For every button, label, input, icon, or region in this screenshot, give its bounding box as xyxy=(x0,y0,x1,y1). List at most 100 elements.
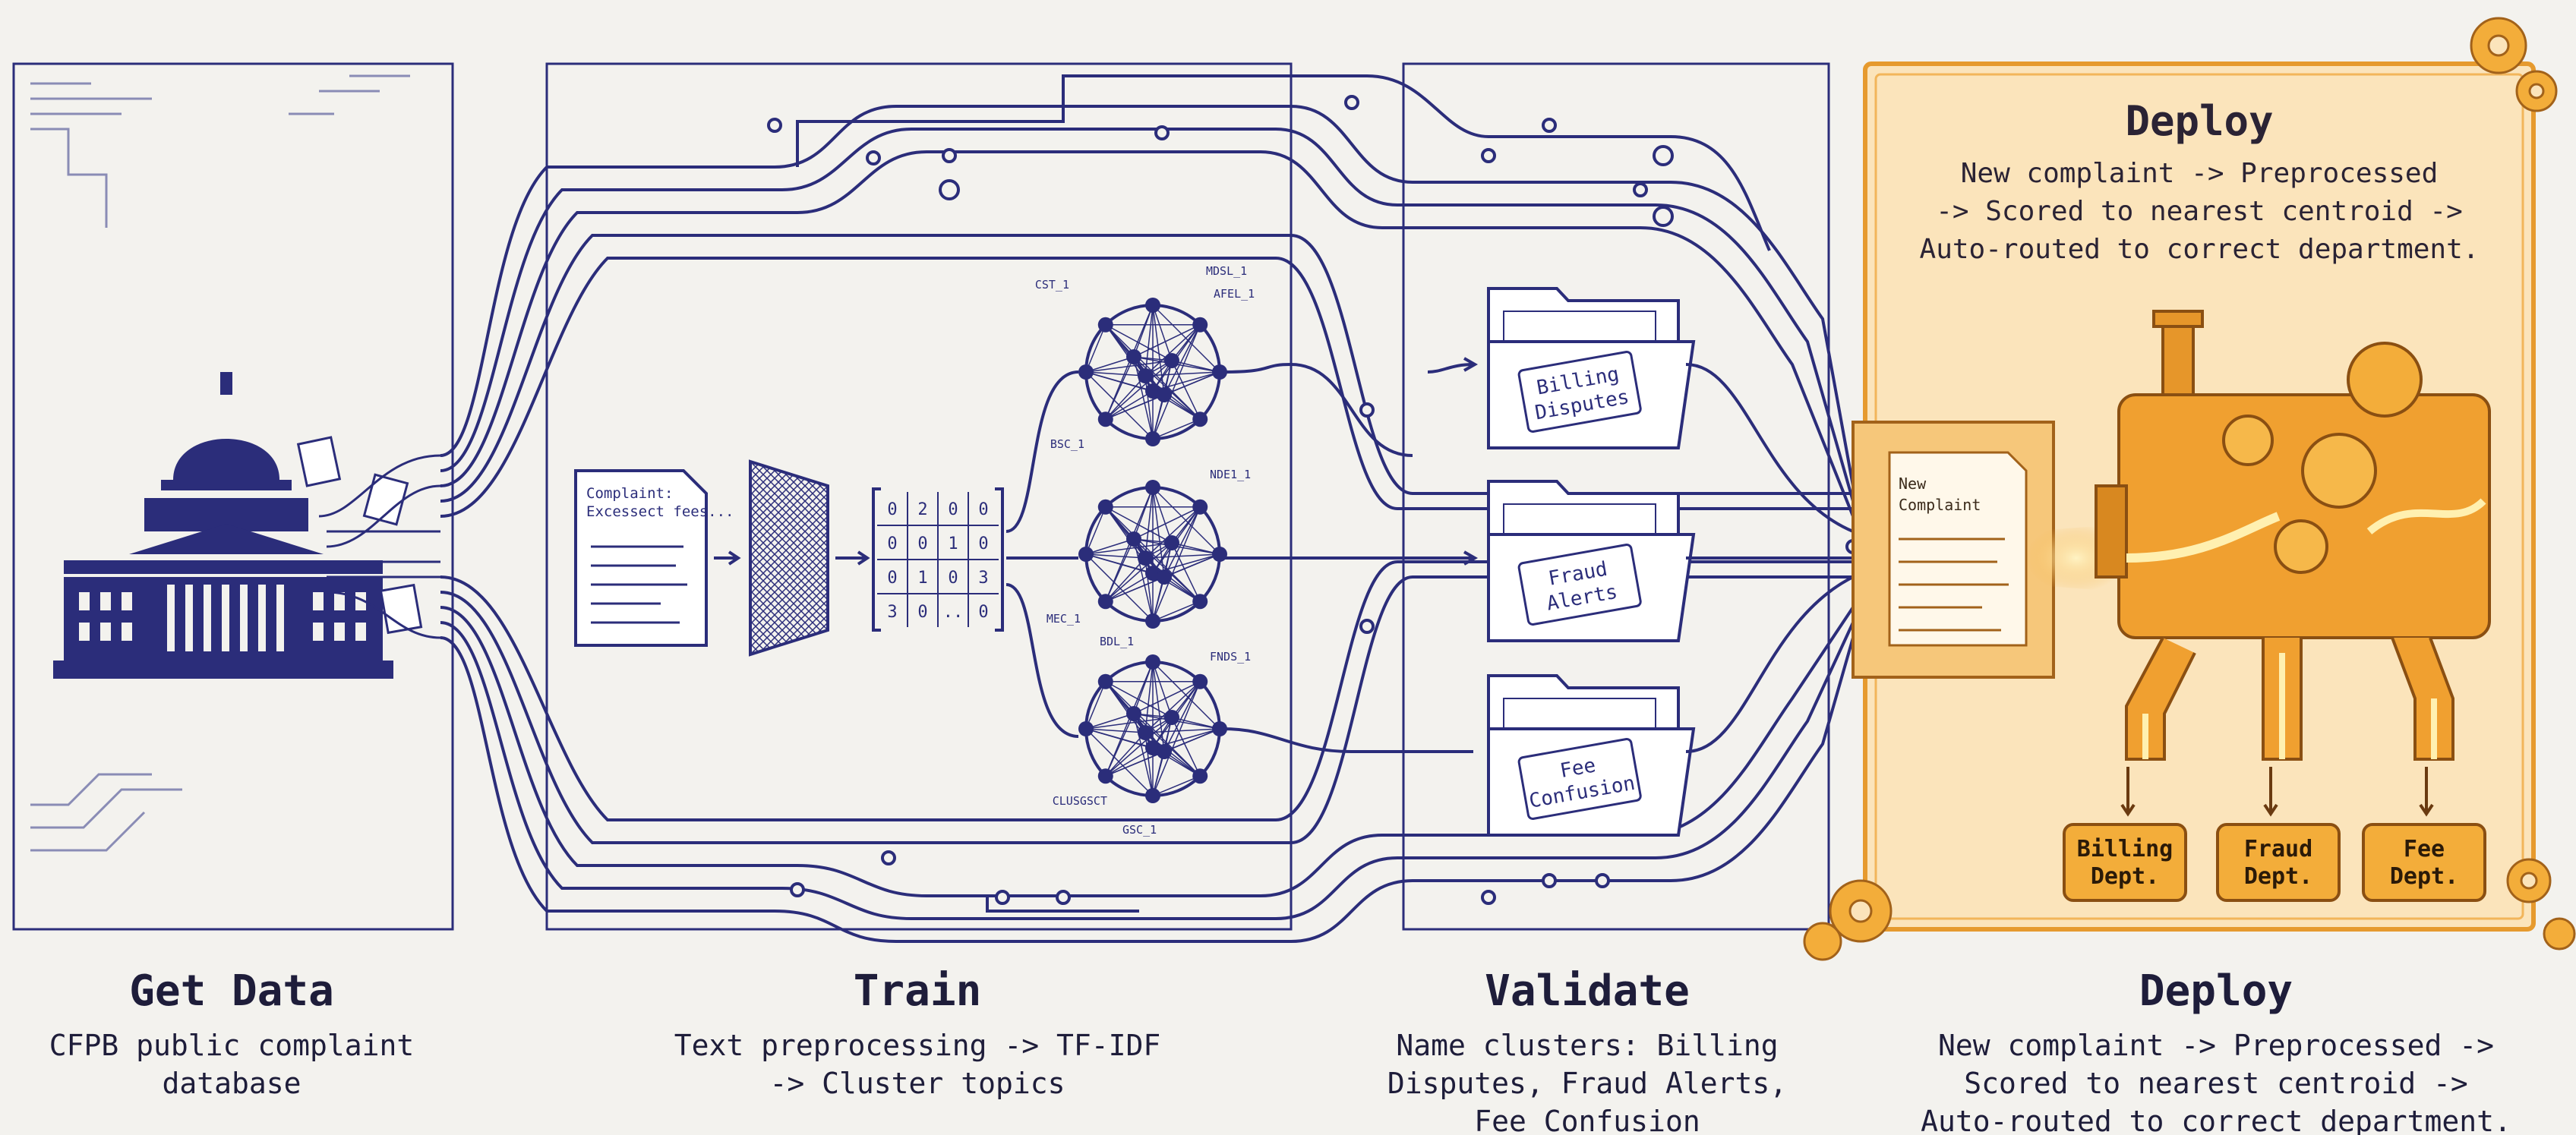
cluster-node xyxy=(1138,725,1153,740)
cluster-node xyxy=(1212,721,1227,736)
cluster-edge xyxy=(1144,487,1154,559)
matrix-cell: 0 xyxy=(887,569,897,588)
department-box-frame xyxy=(2216,823,2341,902)
cluster-edge xyxy=(1105,751,1165,777)
document-icons xyxy=(296,436,423,635)
stage-desc-line: database xyxy=(162,1067,301,1100)
cluster-node xyxy=(1126,531,1141,547)
validate-frame xyxy=(1402,62,1830,931)
cluster-edge xyxy=(1144,728,1220,733)
get-data-frame xyxy=(12,62,454,931)
cluster-edge xyxy=(1152,304,1173,361)
cluster-edge xyxy=(1144,304,1154,377)
matrix-to-cluster-lines xyxy=(1005,370,1079,738)
department-box-frame xyxy=(2063,823,2187,902)
cluster-edge xyxy=(1152,487,1220,555)
cluster-edge xyxy=(1144,506,1201,559)
cluster-edge xyxy=(1152,661,1165,752)
cluster-node xyxy=(1192,768,1208,784)
cluster-node xyxy=(1097,317,1113,333)
cluster-edge xyxy=(1085,717,1173,730)
cluster-edge xyxy=(1152,324,1201,440)
cluster-edge xyxy=(1105,747,1154,777)
cluster-node xyxy=(1192,673,1208,689)
cluster-edge xyxy=(1085,324,1106,373)
stage-desc-line: New complaint -> Preprocessed -> xyxy=(1938,1029,2494,1062)
folder-tag-box xyxy=(1517,544,1642,626)
trace-nodes xyxy=(767,95,1861,905)
cluster-edge xyxy=(1171,542,1220,555)
tfidf-matrix: 0 2 0 0 0 0 1 0 0 1 0 3 3 0 .. 0 xyxy=(872,487,1004,632)
stage-desc-line: Name clusters: Billing xyxy=(1396,1029,1778,1062)
cluster-edge xyxy=(1085,360,1173,373)
deploy-panel-desc-line: Auto-routed to correct department. xyxy=(1920,234,2480,265)
cluster-label: FNDS_1 xyxy=(1210,650,1251,664)
cluster-edge xyxy=(1152,487,1173,544)
cluster-edge xyxy=(1171,717,1220,730)
cluster-edge xyxy=(1163,681,1201,752)
cluster-edge xyxy=(1105,375,1146,420)
cluster-edge xyxy=(1144,553,1220,559)
cluster-node xyxy=(1192,499,1208,515)
deploy-panel-title: Deploy xyxy=(2125,97,2273,145)
matrix-cell: 3 xyxy=(978,569,988,588)
cluster-edge xyxy=(1163,506,1201,578)
circuit-traces xyxy=(30,74,410,852)
matrix-cell: 1 xyxy=(917,569,927,588)
government-building-icon xyxy=(53,372,393,679)
stage-desc-line: Auto-routed to correct department. xyxy=(1921,1105,2511,1135)
matrix-cell: 0 xyxy=(948,569,958,588)
matrix-cell: 0 xyxy=(978,534,988,553)
cluster-edge xyxy=(1085,728,1154,796)
matrix-cell: 0 xyxy=(948,500,958,519)
cluster-label: BDL_1 xyxy=(1100,635,1134,648)
cluster-edge xyxy=(1144,375,1154,440)
matrix-cell: 0 xyxy=(978,500,988,519)
cluster-edge xyxy=(1085,553,1154,622)
cluster-edge xyxy=(1163,324,1201,396)
cluster-edge xyxy=(1133,713,1154,796)
cluster-edge xyxy=(1152,775,1201,796)
cluster-edge xyxy=(1171,360,1220,373)
cluster-edge xyxy=(1152,487,1165,578)
cluster-node xyxy=(1192,594,1208,610)
cluster-edge xyxy=(1085,371,1146,377)
cluster-edge xyxy=(1085,681,1106,730)
stage-title-train: Train xyxy=(854,966,982,1016)
matrix-cell: 0 xyxy=(887,534,897,553)
matrix-cell: .. xyxy=(943,603,964,622)
cluster-edge xyxy=(1105,732,1146,777)
cluster-node xyxy=(1097,594,1113,610)
cluster-node xyxy=(1157,569,1172,585)
cluster-edge xyxy=(1152,304,1220,373)
cluster-node xyxy=(1145,788,1160,803)
stage-title-get-data: Get Data xyxy=(129,966,334,1016)
stage-desc-line: Scored to nearest centroid -> xyxy=(1964,1067,2467,1100)
cluster-node xyxy=(1126,706,1141,721)
cluster-node xyxy=(1212,364,1227,380)
folder-to-deploy-lines xyxy=(1685,363,1854,753)
cluster-network-group: CST_1MDSL_1AFEL_1BSC_1NDE1_1MEC_1BDL_1FN… xyxy=(1035,264,1255,837)
cluster-node xyxy=(1192,317,1208,333)
stage-title-validate: Validate xyxy=(1485,966,1690,1016)
train-frame xyxy=(545,62,1293,931)
cluster-edge xyxy=(1144,732,1154,796)
cluster-edge xyxy=(1144,661,1154,733)
deploy-panel-desc-line: New complaint -> Preprocessed xyxy=(1961,158,2439,189)
arrow-doc-to-filter xyxy=(714,550,741,566)
cluster-edge xyxy=(1152,681,1201,796)
folder-tag-box xyxy=(1517,351,1642,433)
cluster-node xyxy=(1145,480,1160,495)
cluster-node xyxy=(1097,499,1113,515)
cluster-node xyxy=(1164,710,1179,725)
cluster-edge xyxy=(1133,661,1154,714)
tfidf-filter-icon xyxy=(749,459,829,657)
cluster-edge xyxy=(1085,538,1135,555)
pipeline-traces xyxy=(440,74,1855,943)
cluster-edge xyxy=(1105,713,1135,777)
